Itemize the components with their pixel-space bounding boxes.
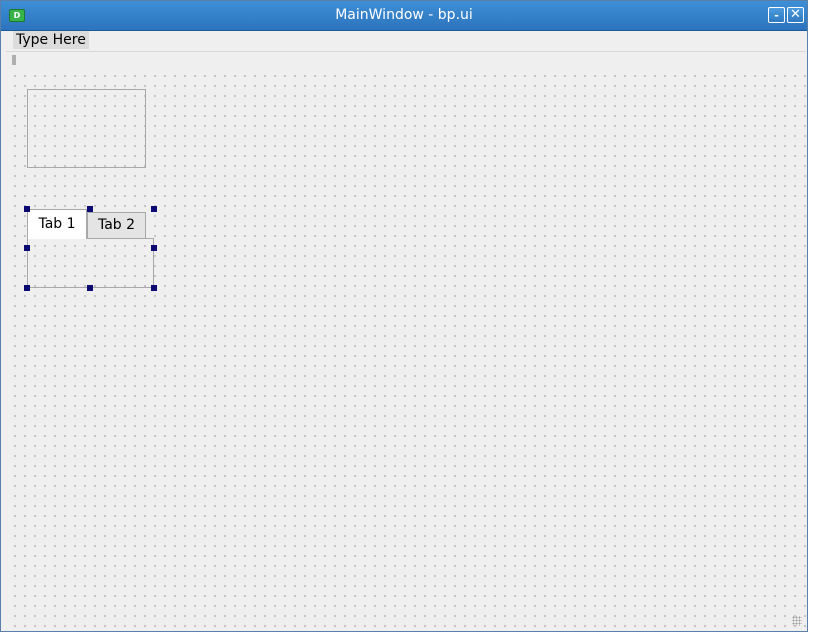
selection-handle-top-left[interactable] [24,206,30,212]
title-bar[interactable]: D MainWindow - bp.ui - ✕ [1,1,807,31]
menu-item-type-here[interactable]: Type Here [13,31,89,49]
toolbar [6,51,806,69]
selection-handle-top-middle[interactable] [87,206,93,212]
tab-widget[interactable]: Tab 2 Tab 1 [24,206,157,291]
tab-2[interactable]: Tab 2 [87,212,146,239]
frame-widget[interactable] [27,89,146,168]
selection-handle-bottom-middle[interactable] [87,285,93,291]
selection-handle-middle-left[interactable] [24,245,30,251]
app-icon: D [9,9,25,22]
selection-handle-bottom-left[interactable] [24,285,30,291]
selection-handle-middle-right[interactable] [151,245,157,251]
size-grip-icon[interactable] [792,616,802,626]
tab-1[interactable]: Tab 1 [27,209,87,239]
toolbar-grip-icon[interactable] [12,55,16,65]
form-canvas[interactable]: Tab 2 Tab 1 [6,68,806,630]
tab-pane[interactable] [27,238,154,288]
designer-main-window: D MainWindow - bp.ui - ✕ Type Here Tab 2… [0,0,808,632]
close-button[interactable]: ✕ [787,7,804,23]
selection-handle-top-right[interactable] [151,206,157,212]
selection-handle-bottom-right[interactable] [151,285,157,291]
window-title: MainWindow - bp.ui [335,7,473,23]
menu-bar: Type Here [6,31,806,50]
minimize-button[interactable]: - [768,7,785,23]
